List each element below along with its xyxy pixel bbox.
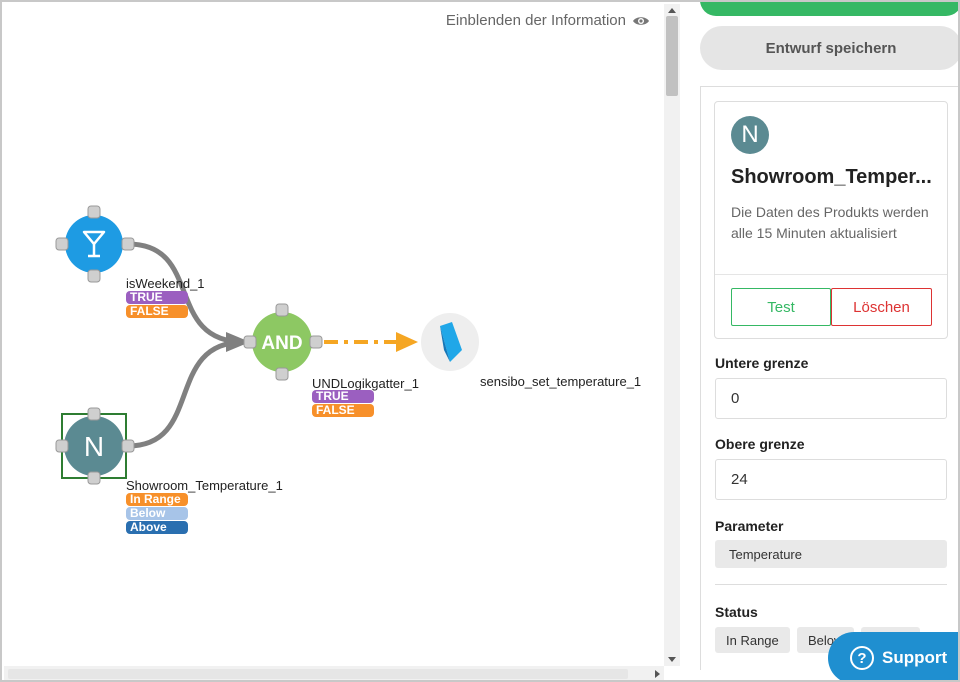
sensibo-logo-icon <box>440 322 462 362</box>
lower-limit-label: Untere grenze <box>715 355 809 371</box>
flow-canvas[interactable]: Einblenden der Information <box>4 4 664 666</box>
node-showroom[interactable]: N <box>55 407 135 485</box>
and-gate-false-tag: FALSE <box>312 404 374 417</box>
help-icon: ? <box>850 646 874 670</box>
lower-limit-input[interactable]: 0 <box>715 378 947 419</box>
show-info-toggle[interactable]: Einblenden der Information <box>446 12 650 29</box>
support-button[interactable]: ? Support <box>828 632 958 680</box>
save-draft-button[interactable]: Entwurf speichern <box>700 26 958 70</box>
scroll-up-icon[interactable] <box>668 8 676 13</box>
cocktail-icon <box>82 230 106 258</box>
and-gate-label: UNDLogikgatter_1 <box>312 376 419 391</box>
is-weekend-false-tag: FALSE <box>126 305 188 318</box>
is-weekend-label: isWeekend_1 <box>126 276 205 291</box>
is-weekend-true-tag: TRUE <box>126 291 188 304</box>
show-info-label: Einblenden der Information <box>445 12 626 29</box>
node-and-gate[interactable]: AND <box>243 303 323 381</box>
card-title: Showroom_Temper... <box>731 166 932 188</box>
showroom-below-tag: Below <box>126 507 188 520</box>
upper-limit-input[interactable]: 24 <box>715 459 947 500</box>
canvas-vertical-scrollbar[interactable] <box>664 4 680 666</box>
and-gate-true-tag: TRUE <box>312 390 374 403</box>
scroll-thumb[interactable] <box>666 16 678 96</box>
horizontal-scroll-thumb[interactable] <box>8 669 628 679</box>
node-sensibo[interactable] <box>421 313 479 371</box>
section-divider <box>715 584 947 585</box>
connector-dashed-arrowhead <box>396 332 418 352</box>
status-label: Status <box>715 604 758 620</box>
canvas-horizontal-scrollbar[interactable] <box>4 666 664 680</box>
avatar: N <box>731 116 769 154</box>
support-label: Support <box>882 648 948 667</box>
delete-button[interactable]: Löschen <box>831 288 932 326</box>
showroom-label: Showroom_Temperature_1 <box>126 478 283 493</box>
card-description: Die Daten des Produkts werden alle 15 Mi… <box>731 204 929 241</box>
showroom-symbol: N <box>84 431 104 462</box>
showroom-above-tag: Above <box>126 521 188 534</box>
status-option-in-range[interactable]: In Range <box>715 627 790 653</box>
panel-body: N Showroom_Temper... Die Daten des Produ… <box>700 86 958 670</box>
sensibo-label: sensibo_set_temperature_1 <box>480 374 642 389</box>
scroll-down-icon[interactable] <box>668 657 676 662</box>
connector-showroom-to-and <box>127 339 245 449</box>
parameter-select[interactable]: Temperature <box>715 540 947 568</box>
card-divider <box>715 274 947 275</box>
node-is-weekend[interactable] <box>55 205 135 283</box>
parameter-label: Parameter <box>715 518 784 534</box>
test-button[interactable]: Test <box>731 288 831 326</box>
publish-button[interactable] <box>700 2 958 16</box>
properties-panel: Entwurf speichern N Showroom_Temper... D… <box>682 2 958 680</box>
upper-limit-label: Obere grenze <box>715 436 805 452</box>
and-symbol: AND <box>261 333 302 354</box>
connector-arrowhead <box>226 332 250 352</box>
eye-icon <box>633 16 649 25</box>
flow-diagram: AND N <box>55 205 479 485</box>
node-info-card: N Showroom_Temper... Die Daten des Produ… <box>714 101 948 339</box>
showroom-in-range-tag: In Range <box>126 493 188 506</box>
scroll-right-icon[interactable] <box>655 670 660 678</box>
